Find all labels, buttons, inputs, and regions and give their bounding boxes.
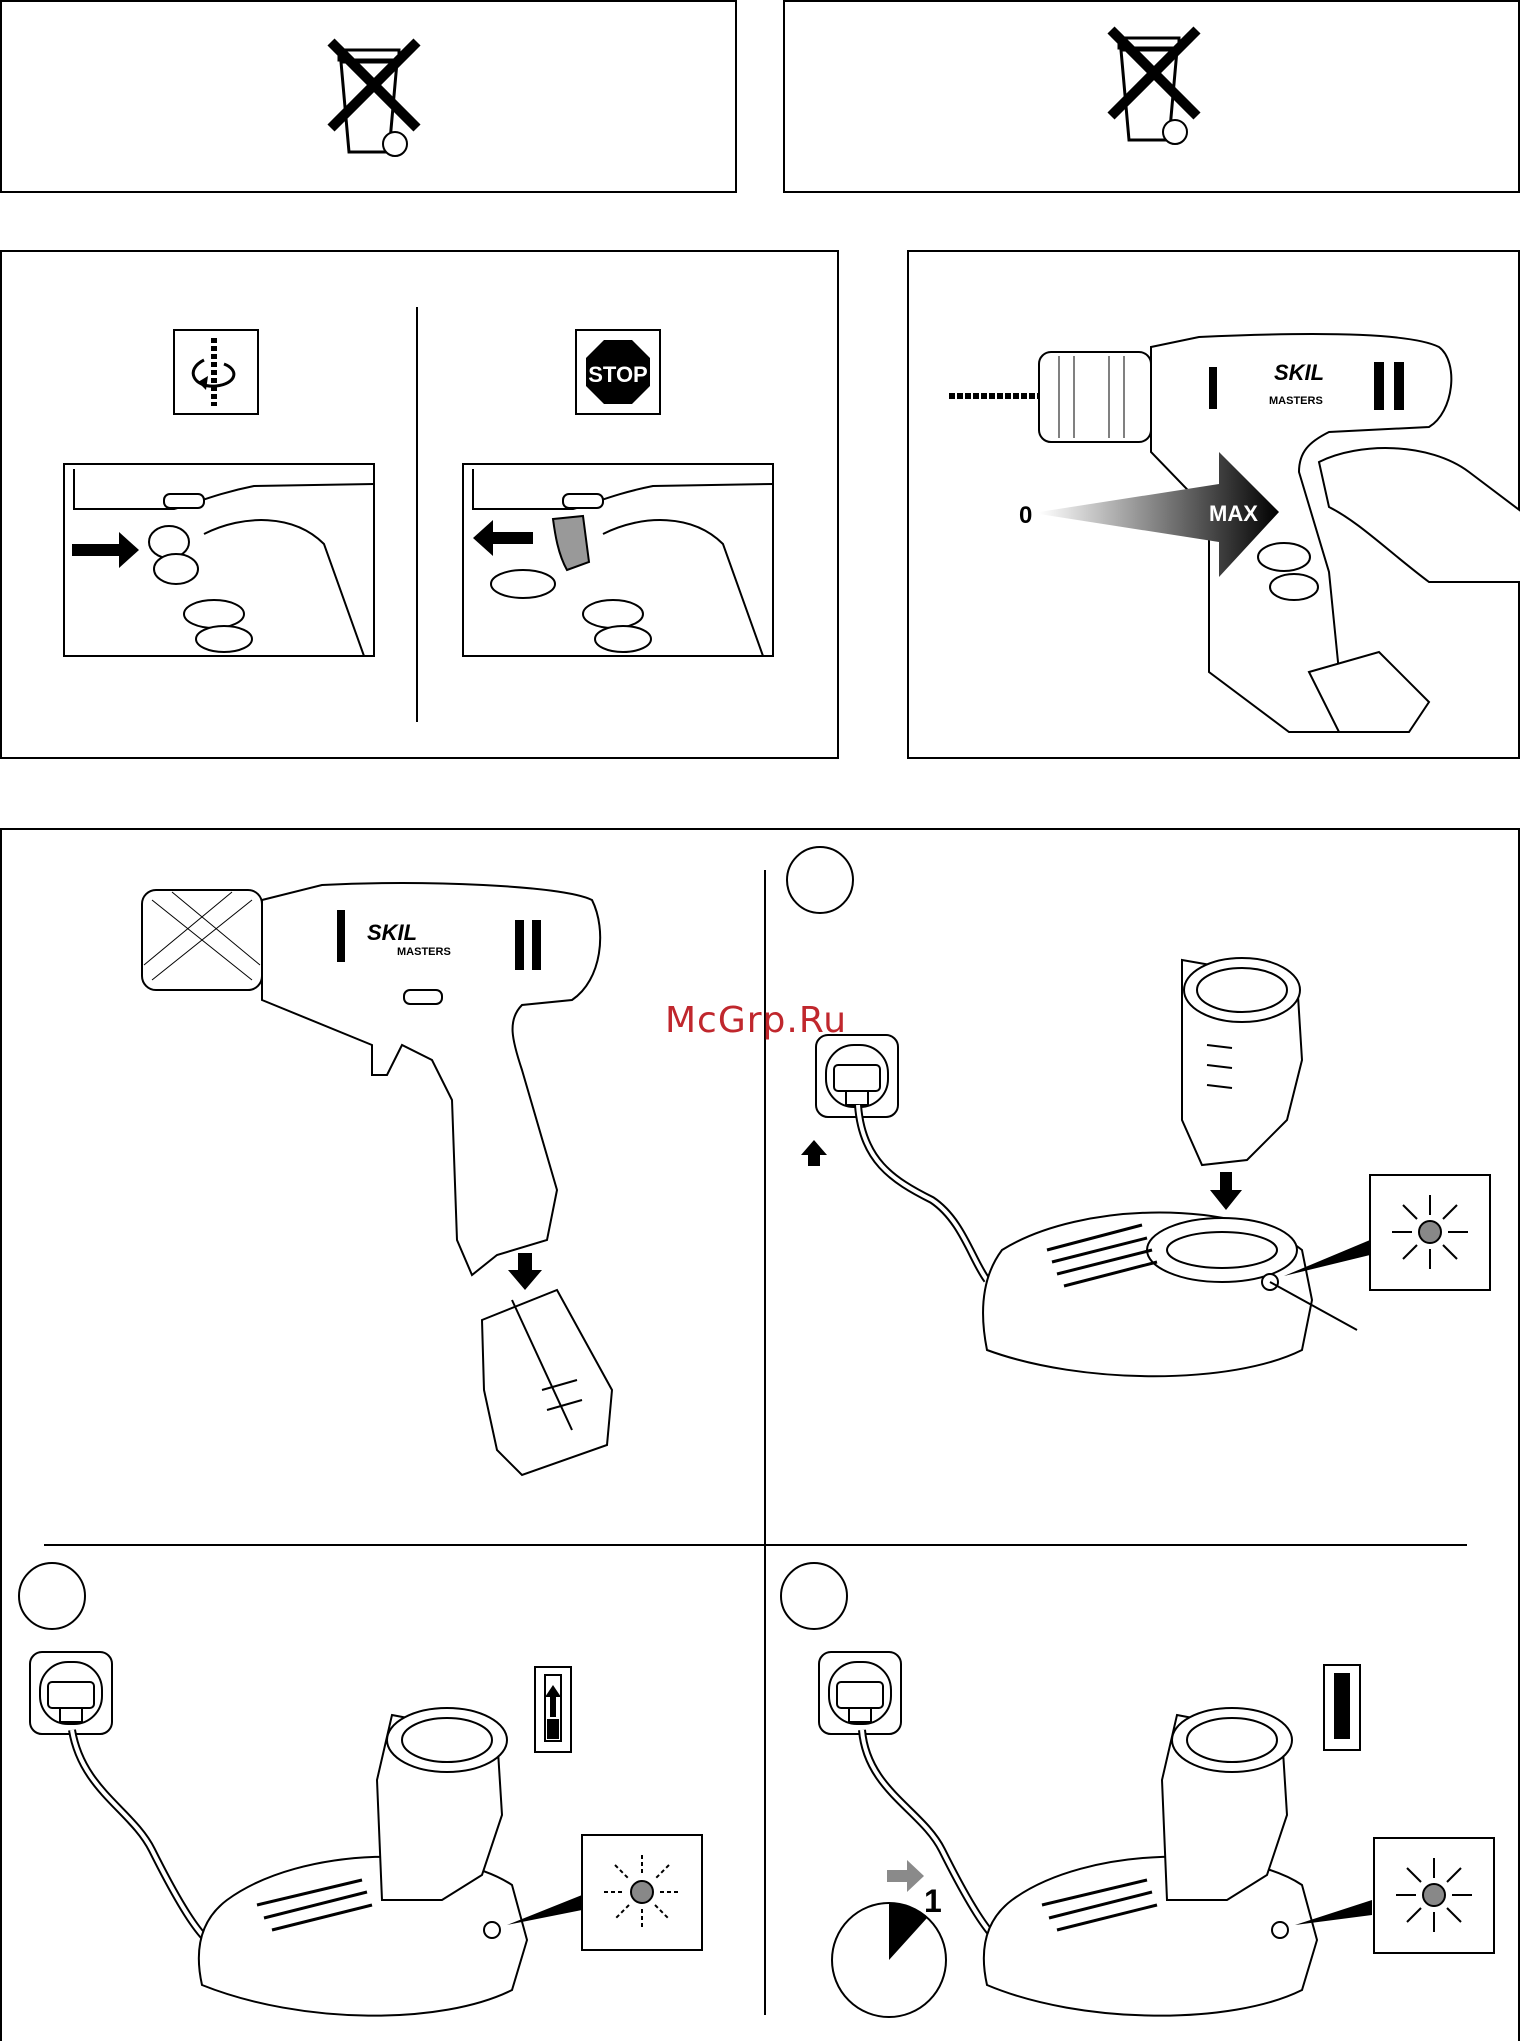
- variable-speed-illustration: SKIL MASTERS 0 MAX: [909, 252, 1520, 761]
- mains-plug-icon: [816, 1035, 898, 1117]
- indicator-led-icon: [1370, 1175, 1490, 1290]
- charging-complete-illustration: 1: [781, 1563, 1494, 2017]
- battery-insert-illustration: [787, 847, 1490, 1376]
- crossed-out-wheelie-bin-icon: [2, 2, 739, 195]
- weee-panel-right: [783, 0, 1520, 193]
- svg-text:SKIL: SKIL: [367, 920, 417, 945]
- svg-text:MAX: MAX: [1209, 501, 1258, 526]
- battery-full-icon: [1324, 1665, 1360, 1750]
- indicator-led-icon: [582, 1835, 702, 1950]
- switch-illustration: STOP: [2, 252, 841, 761]
- speed-panel: SKIL MASTERS 0 MAX: [907, 250, 1520, 759]
- indicator-led-icon: [1374, 1838, 1494, 1953]
- svg-text:SKIL: SKIL: [1274, 360, 1324, 385]
- mains-plug-icon: [30, 1652, 112, 1734]
- trigger-release-illustration: [463, 464, 773, 656]
- drill-rotation-icon: [174, 330, 258, 414]
- svg-text:STOP: STOP: [588, 362, 648, 387]
- mains-plug-icon: [819, 1652, 901, 1734]
- battery-removal-illustration: SKIL MASTERS: [142, 883, 612, 1475]
- timer-clock-icon: 1: [832, 1860, 946, 2017]
- switch-panel: STOP: [0, 250, 839, 759]
- watermark: McGrp.Ru: [665, 1000, 847, 1041]
- stop-sign-icon: STOP: [576, 330, 660, 414]
- battery-charging-icon: [535, 1667, 571, 1752]
- charging-in-progress-illustration: [19, 1563, 702, 2016]
- weee-panel-left: [0, 0, 737, 193]
- svg-text:MASTERS: MASTERS: [397, 946, 451, 958]
- svg-text:MASTERS: MASTERS: [1269, 395, 1323, 407]
- trigger-press-illustration: [64, 464, 374, 656]
- svg-text:0: 0: [1019, 502, 1032, 529]
- crossed-out-wheelie-bin-icon: [785, 2, 1520, 195]
- svg-text:1: 1: [924, 1883, 942, 1919]
